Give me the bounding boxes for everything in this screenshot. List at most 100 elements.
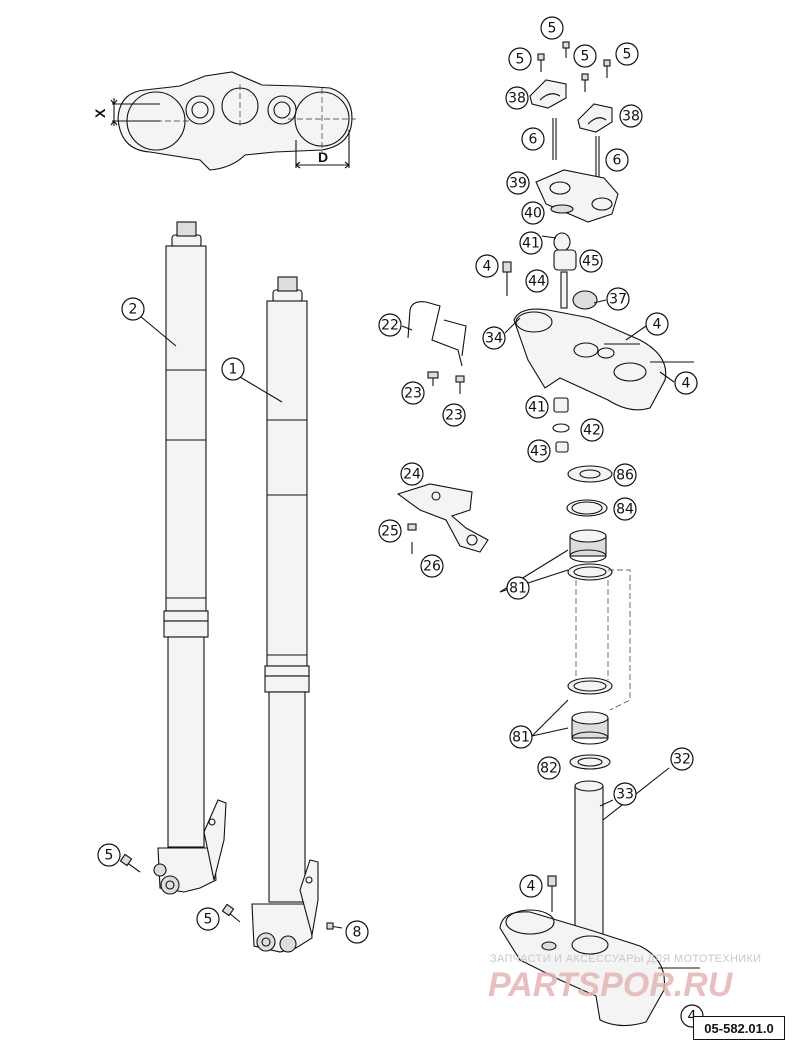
watermark-brand: PARTSPOR.RU xyxy=(488,966,734,1004)
callout-circle xyxy=(378,313,402,337)
callout-number: 81 xyxy=(509,581,527,597)
callout-number: 5 xyxy=(204,912,213,928)
callout-number: 5 xyxy=(548,21,557,37)
callout-circle xyxy=(670,747,694,771)
callout-number: 43 xyxy=(530,444,548,460)
callout-5: 5 xyxy=(540,16,564,40)
callout-number: 41 xyxy=(528,400,546,416)
callout-circle xyxy=(674,371,698,395)
callout-number: 84 xyxy=(616,502,634,518)
callout-circle xyxy=(580,418,604,442)
callout-circle xyxy=(613,782,637,806)
callout-circle xyxy=(605,148,629,172)
callout-circle xyxy=(525,269,549,293)
dimension-x-label: X xyxy=(92,108,108,118)
callout-26: 26 xyxy=(420,554,444,578)
callout-38: 38 xyxy=(619,104,643,128)
callout-circle xyxy=(378,519,402,543)
callout-circle xyxy=(401,381,425,405)
callout-32: 32 xyxy=(670,747,694,771)
callout-84: 84 xyxy=(613,497,637,521)
callout-circle xyxy=(482,326,506,350)
callout-number: 24 xyxy=(403,467,421,483)
callout-25: 25 xyxy=(378,519,402,543)
callout-circle xyxy=(508,47,532,71)
callout-number: 22 xyxy=(381,318,399,334)
callout-5: 5 xyxy=(196,907,220,931)
callout-circle xyxy=(196,907,220,931)
callout-6: 6 xyxy=(605,148,629,172)
fork-leg-right xyxy=(251,276,319,953)
callout-circle xyxy=(613,463,637,487)
callout-number: 38 xyxy=(508,91,526,107)
callout-86: 86 xyxy=(613,463,637,487)
callout-number: 81 xyxy=(512,730,530,746)
callout-33: 33 xyxy=(613,782,637,806)
callout-circle xyxy=(613,497,637,521)
callout-number: 8 xyxy=(353,925,362,941)
callout-number: 34 xyxy=(485,331,503,347)
callout-circle xyxy=(509,725,533,749)
callout-circle xyxy=(525,395,549,419)
callout-number: 5 xyxy=(105,848,114,864)
callout-circle xyxy=(521,201,545,225)
callout-2: 2 xyxy=(121,297,145,321)
callout-23: 23 xyxy=(401,381,425,405)
callout-circle xyxy=(519,874,543,898)
callout-circle xyxy=(420,554,444,578)
callout-circle xyxy=(615,42,639,66)
callout-number: 5 xyxy=(623,47,632,63)
callout-circle xyxy=(345,920,369,944)
steering-bearings xyxy=(566,465,631,770)
callout-circle xyxy=(527,439,551,463)
fork-foot-screws xyxy=(119,853,343,930)
callout-5: 5 xyxy=(573,44,597,68)
upper-triple-clamp xyxy=(502,261,694,411)
callout-number: 4 xyxy=(653,317,662,333)
callout-circle xyxy=(537,756,561,780)
callout-4: 4 xyxy=(519,874,543,898)
fork-leg-left xyxy=(153,221,227,895)
callout-24: 24 xyxy=(400,462,424,486)
callout-38: 38 xyxy=(505,86,529,110)
callout-81: 81 xyxy=(509,725,533,749)
callout-37: 37 xyxy=(606,287,630,311)
callout-number: 41 xyxy=(522,236,540,252)
callout-number: 42 xyxy=(583,423,601,439)
callout-41: 41 xyxy=(519,231,543,255)
callout-circle xyxy=(475,254,499,278)
callout-81: 81 xyxy=(506,576,530,600)
callout-number: 44 xyxy=(528,274,546,290)
nuts-and-washers xyxy=(552,397,570,453)
callout-number: 40 xyxy=(524,206,542,222)
callout-4: 4 xyxy=(475,254,499,278)
callout-number: 5 xyxy=(581,49,590,65)
callout-5: 5 xyxy=(615,42,639,66)
callout-number: 1 xyxy=(229,362,238,378)
callout-circle xyxy=(97,843,121,867)
callout-circle xyxy=(619,104,643,128)
callout-number: 4 xyxy=(682,376,691,392)
brackets-22-23 xyxy=(407,301,467,394)
callout-number: 4 xyxy=(483,259,492,275)
diagram-code-label: 05-582.01.0 xyxy=(693,1016,785,1040)
callout-number: 86 xyxy=(616,468,634,484)
callout-number: 4 xyxy=(527,879,536,895)
callout-number: 23 xyxy=(445,408,463,424)
callout-circle xyxy=(579,249,603,273)
callout-43: 43 xyxy=(527,439,551,463)
dimension-d-label: D xyxy=(318,149,328,165)
lower-triple-clamp xyxy=(499,780,700,1027)
callout-number: 6 xyxy=(613,153,622,169)
callout-circle xyxy=(121,297,145,321)
callout-circle xyxy=(540,16,564,40)
callout-number: 25 xyxy=(381,524,399,540)
callout-number: 4 xyxy=(688,1009,697,1025)
callout-number: 82 xyxy=(540,761,558,777)
callout-6: 6 xyxy=(521,127,545,151)
callout-number: 6 xyxy=(529,132,538,148)
callout-circle xyxy=(400,462,424,486)
callout-4: 4 xyxy=(674,371,698,395)
